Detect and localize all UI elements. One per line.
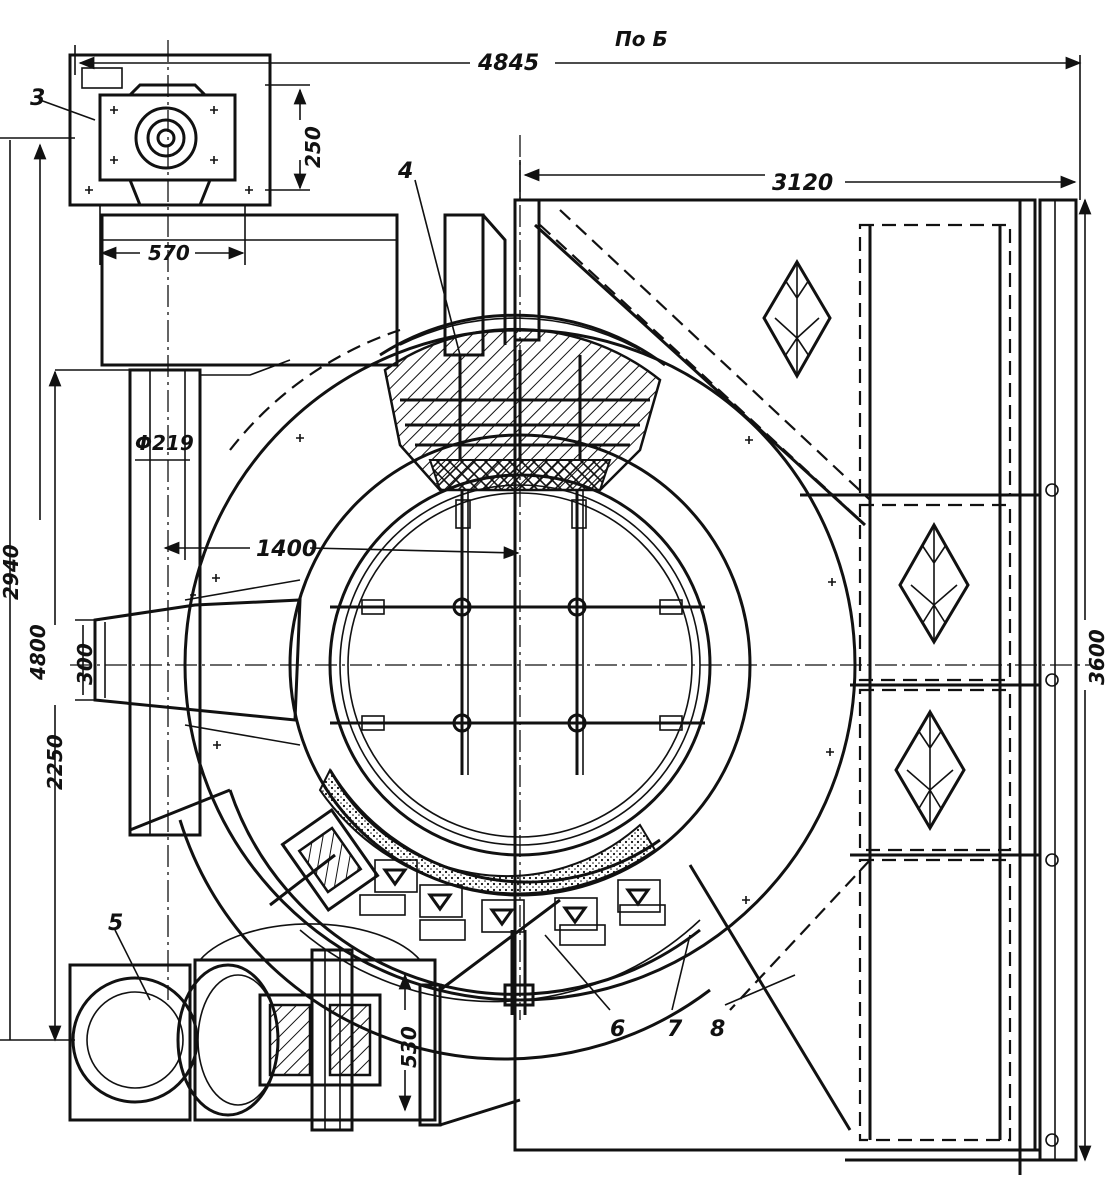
dim-530: 530 <box>397 1026 421 1068</box>
dim-2250: 2250 <box>43 734 67 790</box>
dim-4800: 4800 <box>26 624 50 681</box>
callout-8: 8 <box>710 1017 725 1042</box>
inner-grid <box>330 490 705 775</box>
dim-3120: 3120 <box>772 171 833 196</box>
support-frame <box>443 198 1078 1175</box>
diamond-mark <box>762 259 832 380</box>
callout-6: 6 <box>610 1017 625 1042</box>
diamond-mark <box>898 521 970 645</box>
refractory-block-4 <box>379 313 666 492</box>
dim-phi219: Φ219 <box>135 431 194 455</box>
dim-1400: 1400 <box>256 537 317 562</box>
drive-unit-5 <box>68 898 561 1132</box>
dim-300: 300 <box>73 643 97 685</box>
dim-250: 250 <box>301 126 325 168</box>
left-pedestal <box>100 213 399 837</box>
motor-unit-3 <box>68 53 272 207</box>
dimension-lines <box>0 45 1092 1162</box>
dim-3600: 3600 <box>1085 629 1109 685</box>
dim-4845: 4845 <box>477 51 539 76</box>
view-label: По Б <box>615 27 668 51</box>
callout-3: 3 <box>30 86 45 111</box>
dim-2940: 2940 <box>0 544 23 600</box>
diamond-mark <box>894 709 966 831</box>
callout-7: 7 <box>667 1017 683 1042</box>
callout-5: 5 <box>108 911 123 936</box>
dim-570: 570 <box>148 241 190 265</box>
callout-4: 4 <box>397 159 413 184</box>
labels: По Б 4845 3120 570 1400 Φ219 250 2940 48… <box>0 27 1109 1068</box>
lower-segment <box>178 767 711 1061</box>
